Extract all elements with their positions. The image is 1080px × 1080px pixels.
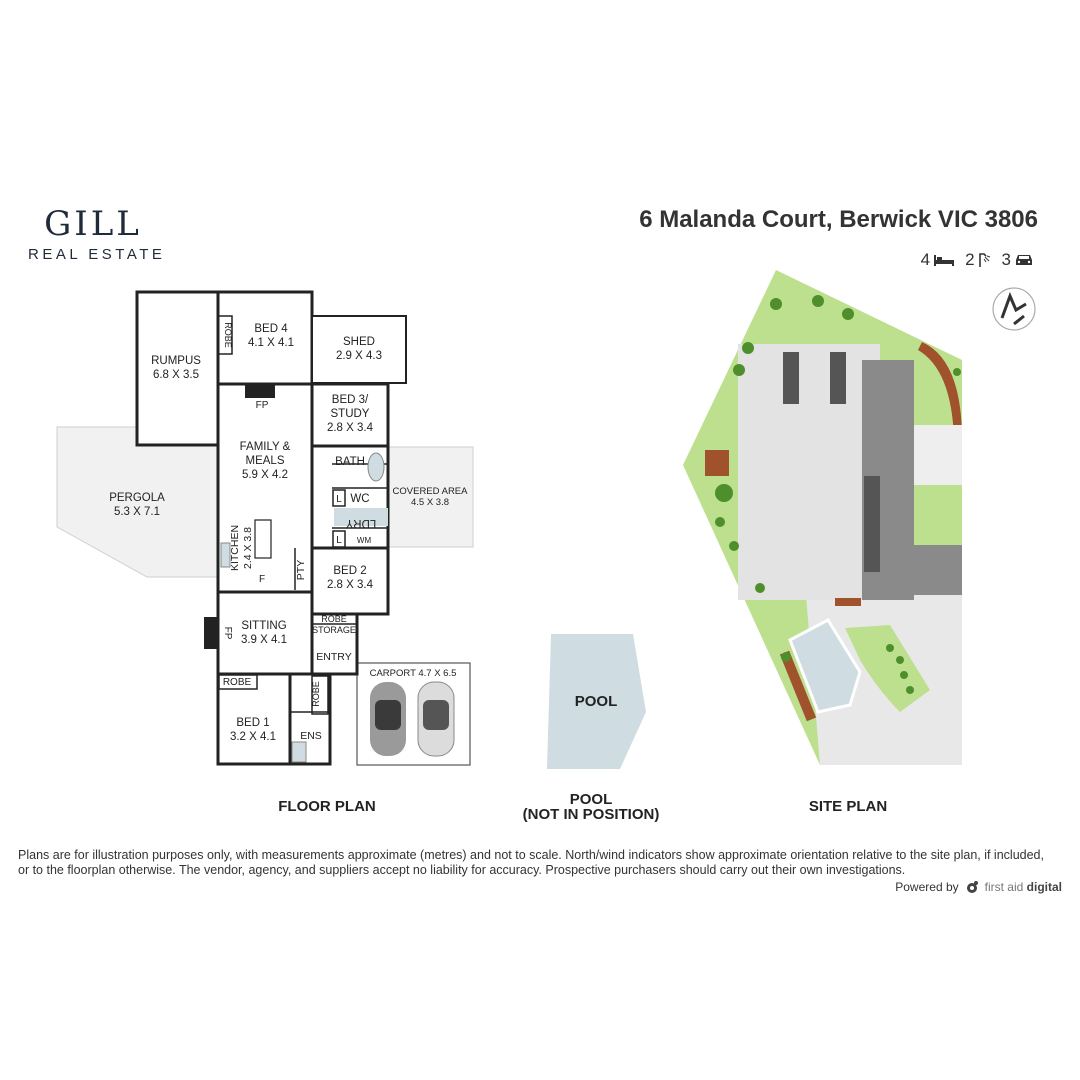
fridge-label: F bbox=[259, 574, 265, 585]
bed1-size: 3.2 X 4.1 bbox=[230, 731, 276, 743]
robe-storage-label: ROBE bbox=[321, 614, 347, 624]
cars-feature: 3 bbox=[1002, 250, 1034, 270]
bed1-label: BED 1 bbox=[236, 717, 269, 729]
storage-label: STORAGE bbox=[312, 625, 356, 635]
bed2-label: BED 2 bbox=[333, 565, 366, 577]
bath-icon bbox=[978, 253, 990, 267]
beds-feature: 4 bbox=[921, 250, 955, 270]
car-2 bbox=[417, 681, 455, 757]
shed-label: SHED bbox=[343, 336, 375, 348]
site-plan-caption: SITE PLAN bbox=[809, 798, 887, 815]
ldry-bench bbox=[334, 508, 388, 526]
bed3-size: 2.8 X 3.4 bbox=[327, 422, 374, 434]
pool-label: POOL bbox=[575, 693, 618, 710]
wm-label: WM bbox=[357, 536, 372, 545]
bed4-robe-label: ROBE bbox=[223, 322, 233, 348]
pool-shape bbox=[547, 634, 646, 769]
family-label2: MEALS bbox=[246, 455, 285, 467]
covered-area-label: COVERED AREA bbox=[393, 486, 469, 497]
carport-label: CARPORT 4.7 X 6.5 bbox=[370, 668, 457, 679]
powered-by-brand: first aid digital bbox=[985, 880, 1062, 894]
sitting-label: SITTING bbox=[241, 620, 286, 632]
ens-robe-label: ROBE bbox=[311, 681, 321, 707]
bed4-size: 4.1 X 4.1 bbox=[248, 337, 294, 349]
bed1-robe-label: ROBE bbox=[223, 677, 252, 688]
feature-summary: 4 2 3 bbox=[921, 250, 1034, 270]
car-icon bbox=[1016, 255, 1032, 265]
north-arrow-icon bbox=[992, 287, 1036, 331]
porch-deck bbox=[835, 598, 861, 606]
bathtub-icon bbox=[367, 452, 385, 482]
rumpus-size: 6.8 X 3.5 bbox=[153, 369, 199, 381]
site-shed bbox=[705, 450, 729, 476]
l2-label: L bbox=[336, 535, 342, 546]
family-size: 5.9 X 4.2 bbox=[242, 469, 288, 481]
ldry-label: LDRY bbox=[345, 517, 376, 529]
floor-plan-caption: FLOOR PLAN bbox=[278, 798, 376, 815]
house-roof-main bbox=[738, 344, 880, 600]
powered-by-brand-part2: digital bbox=[1026, 880, 1062, 894]
fp-family-label: FP bbox=[256, 400, 269, 411]
pty-label: PTY bbox=[295, 560, 307, 580]
carport-roof bbox=[914, 425, 962, 485]
covered-area-size: 4.5 X 3.8 bbox=[411, 497, 449, 508]
bed2-size: 2.8 X 3.4 bbox=[327, 579, 374, 591]
bed-icon bbox=[934, 255, 955, 266]
kitchen-sink bbox=[220, 542, 231, 568]
shower-icon bbox=[291, 741, 307, 763]
covered-area bbox=[387, 446, 474, 548]
solar-panel-2 bbox=[830, 352, 846, 404]
powered-by-label: Powered by bbox=[895, 880, 959, 894]
solar-panel-3 bbox=[864, 476, 880, 572]
powered-by-brand-part1: first aid bbox=[984, 880, 1024, 894]
fireplace-sitting bbox=[204, 617, 218, 649]
property-address: 6 Malanda Court, Berwick VIC 3806 bbox=[639, 206, 1038, 233]
logo-wordmark: GILL bbox=[44, 204, 142, 244]
baths-count: 2 bbox=[965, 250, 975, 269]
fireplace-family bbox=[245, 384, 275, 398]
wc-label: WC bbox=[350, 493, 369, 505]
l1-label: L bbox=[336, 494, 342, 505]
pergola-label: PERGOLA bbox=[109, 492, 165, 504]
rumpus-label: RUMPUS bbox=[151, 355, 201, 367]
baths-feature: 2 bbox=[965, 250, 991, 270]
site-pool bbox=[788, 618, 862, 714]
shed-size: 2.9 X 4.3 bbox=[336, 350, 382, 362]
bed3-label: BED 3/ bbox=[332, 394, 369, 406]
garage-roof bbox=[900, 545, 962, 595]
kitchen-island bbox=[254, 519, 272, 559]
disclaimer-line-2: or to the floorplan otherwise. The vendo… bbox=[18, 863, 906, 877]
car-1 bbox=[370, 682, 406, 756]
site-deck bbox=[779, 650, 817, 722]
disclaimer: Plans are for illustration purposes only… bbox=[18, 848, 1068, 878]
ens-label: ENS bbox=[300, 730, 322, 742]
fp-sitting-label: FP bbox=[222, 627, 233, 640]
solar-panel-1 bbox=[783, 352, 799, 404]
brand-logo: GILL REAL ESTATE bbox=[28, 204, 188, 263]
disclaimer-line-1: Plans are for illustration purposes only… bbox=[18, 848, 1044, 862]
trees bbox=[715, 295, 961, 694]
bed3-label2: STUDY bbox=[331, 408, 370, 420]
cars-count: 3 bbox=[1001, 250, 1011, 269]
kitchen-size: 2.4 X 3.8 bbox=[242, 527, 254, 569]
logo-subtitle: REAL ESTATE bbox=[28, 246, 166, 263]
pergola-size: 5.3 X 7.1 bbox=[114, 506, 160, 518]
bed4-label: BED 4 bbox=[254, 323, 288, 335]
beds-count: 4 bbox=[920, 250, 931, 269]
sitting-size: 3.9 X 4.1 bbox=[241, 634, 287, 646]
bath-label: BATH bbox=[335, 456, 365, 468]
pool-caption-line2: (NOT IN POSITION) bbox=[523, 806, 660, 823]
entry-label: ENTRY bbox=[316, 651, 351, 663]
first-aid-digital-logo-icon bbox=[966, 881, 978, 893]
powered-by: Powered by first aid digital bbox=[895, 880, 1062, 894]
kitchen-label: KITCHEN bbox=[229, 525, 241, 571]
interior-details bbox=[217, 315, 388, 715]
pool-caption-line1: POOL bbox=[570, 791, 613, 808]
site-plan bbox=[683, 270, 962, 765]
family-label: FAMILY & bbox=[240, 441, 291, 453]
